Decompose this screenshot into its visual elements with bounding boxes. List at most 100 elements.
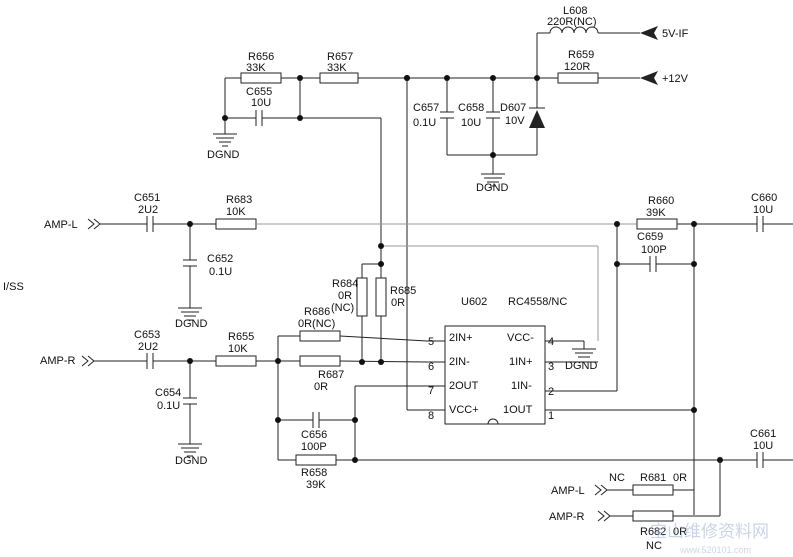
ic-pin-name-2in-plus: 2IN+ <box>449 332 473 344</box>
ic-pin-name-vcc-plus: VCC+ <box>449 404 479 416</box>
watermark-url: www.520101.com <box>679 545 751 555</box>
ic-pin-name-1in-plus: 1IN+ <box>509 356 533 368</box>
label-c660: C660 <box>751 192 777 204</box>
resistor-r683 <box>215 218 257 230</box>
label-r657: R657 <box>327 51 353 63</box>
label-nc-2: NC <box>646 540 662 552</box>
label-dgnd-a: DGND <box>207 149 239 161</box>
label-c659-val: 100P <box>641 244 667 256</box>
resistor-r685 <box>375 277 387 317</box>
amp-r-input-arrow <box>81 355 95 367</box>
label-c660-val: 10U <box>753 204 773 216</box>
label-dgnd-c: DGND <box>175 318 207 330</box>
resistor-r655 <box>215 355 257 367</box>
ic-pin-name-1out: 1OUT <box>503 404 533 416</box>
label-c661: C661 <box>750 428 776 440</box>
label-l608: L608 <box>563 5 587 17</box>
power-flag-12v <box>640 71 658 85</box>
label-dgnd-b: DGND <box>476 182 508 194</box>
resistor-r682 <box>632 510 674 522</box>
resistor-r659 <box>557 72 599 84</box>
zener-d607 <box>529 110 545 128</box>
label-dgnd-e: DGND <box>565 360 597 372</box>
label-r683-val: 10K <box>226 206 246 218</box>
label-r656: R656 <box>248 51 274 63</box>
label-nc: NC <box>609 472 625 484</box>
label-c657-val: 0.1U <box>413 117 436 129</box>
resistor-r687 <box>299 355 341 367</box>
ic-pin-num-8: 8 <box>428 410 434 422</box>
label-r685-val: 0R <box>391 297 405 309</box>
ic-pin-num-4: 4 <box>548 336 554 348</box>
label-c655: C655 <box>246 86 272 98</box>
resistor-r686 <box>299 330 341 342</box>
label-r683: R683 <box>226 194 252 206</box>
label-r687-val: 0R <box>314 381 328 393</box>
amp-l-output-arrow <box>594 484 608 496</box>
label-r681: R681 <box>640 472 666 484</box>
label-amp-r-input: AMP-R <box>40 355 76 367</box>
resistor-r656 <box>240 72 282 84</box>
ic-pin-name-2out: 2OUT <box>449 380 479 392</box>
label-r660: R660 <box>648 195 674 207</box>
label-power-12v: +12V <box>662 73 689 85</box>
label-c652: C652 <box>207 253 233 265</box>
label-u602-part: RC4558/NC <box>508 296 567 308</box>
resistor-r657 <box>319 72 359 84</box>
label-c658-val: 10U <box>461 117 481 129</box>
ic-pin-name-2in-minus: 2IN- <box>449 356 470 368</box>
label-c652-val: 0.1U <box>209 266 232 278</box>
label-c651-val: 2U2 <box>138 204 158 216</box>
label-r682-val: 0R <box>673 526 687 538</box>
amp-r-output-arrow <box>597 510 611 522</box>
label-c659: C659 <box>637 231 663 243</box>
ic-pin-num-5: 5 <box>428 336 434 348</box>
label-r658-val: 39K <box>306 479 326 491</box>
label-dgnd-d: DGND <box>175 455 207 467</box>
label-r685: R685 <box>390 285 416 297</box>
ic-pin-num-6: 6 <box>428 361 434 373</box>
ic-pin-num-7: 7 <box>428 385 434 397</box>
label-l608-val: 220R(NC) <box>547 16 597 28</box>
label-c656: C656 <box>301 429 327 441</box>
label-r682: R682 <box>640 526 666 538</box>
label-r656-val: 33K <box>246 62 266 74</box>
ic-pin-num-3: 3 <box>548 361 554 373</box>
label-c657: C657 <box>413 102 439 114</box>
watermark: 宝山维修资料网 www.520101.com <box>650 522 769 555</box>
label-r655: R655 <box>228 331 254 343</box>
label-c656-val: 100P <box>301 441 327 453</box>
label-c654-val: 0.1U <box>157 400 180 412</box>
label-r686: R686 <box>304 306 330 318</box>
ic-pin-num-2: 2 <box>548 386 554 398</box>
label-side: I/SS <box>3 281 24 293</box>
label-c658: C658 <box>458 102 484 114</box>
resistor-r684 <box>356 277 368 317</box>
label-u602: U602 <box>461 296 487 308</box>
power-flag-5v-if <box>640 26 658 40</box>
label-r658: R658 <box>301 467 327 479</box>
label-amp-l-input: AMP-L <box>44 219 78 231</box>
label-amp-l-output: AMP-L <box>551 485 585 497</box>
label-r684-nc: (NC) <box>331 302 354 314</box>
label-r659: R659 <box>568 49 594 61</box>
ic-pin-name-1in-minus: 1IN- <box>511 380 532 392</box>
ic-pin-num-1: 1 <box>548 410 554 422</box>
label-power-5v-if: 5V-IF <box>662 28 689 40</box>
label-amp-r-output: AMP-R <box>549 511 585 523</box>
label-c654: C654 <box>155 387 181 399</box>
label-r681-val: 0R <box>673 472 687 484</box>
inductor-l608 <box>549 26 599 34</box>
label-r684: R684 <box>332 278 358 290</box>
watermark-logo-text: 宝山维修资料网 <box>650 522 769 541</box>
label-r657-val: 33K <box>327 62 347 74</box>
label-r684-val: 0R <box>338 290 352 302</box>
ic-pin-name-vcc-minus: VCC- <box>507 332 534 344</box>
label-r659-val: 120R <box>564 61 590 73</box>
label-c653-val: 2U2 <box>138 341 158 353</box>
resistor-r660 <box>636 218 678 230</box>
label-d607: D607 <box>500 102 526 114</box>
label-c651: C651 <box>134 192 160 204</box>
label-c653: C653 <box>134 329 160 341</box>
